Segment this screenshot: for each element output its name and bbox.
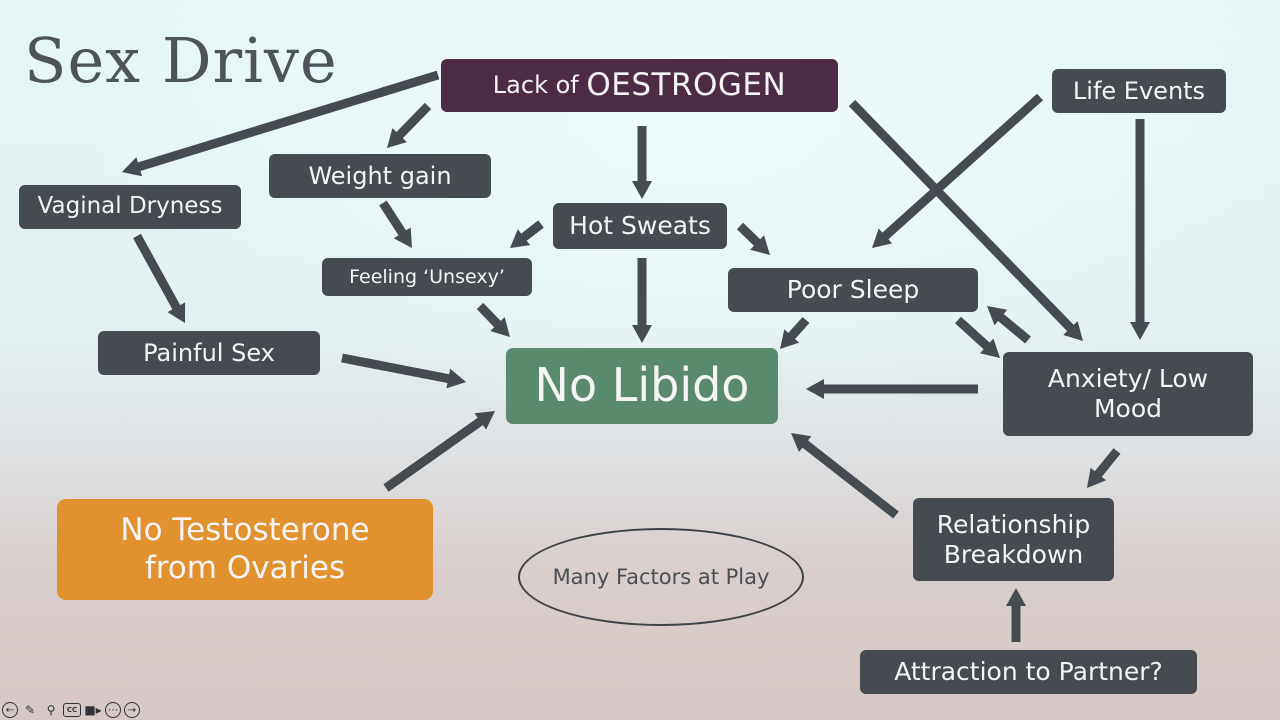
node-anxiety-line1: Anxiety/ Low (1047, 364, 1209, 393)
node-weight-gain: Weight gain (269, 154, 491, 198)
back-icon[interactable]: ← (2, 702, 18, 718)
pen-icon[interactable]: ✎ (24, 703, 36, 717)
node-relationship-line2: Breakdown (943, 539, 1084, 569)
arrow-anxiety-to-poor-sleep (987, 306, 1031, 344)
arrow-oestrogen-to-vaginal-dryness (122, 70, 440, 177)
arrow-oestrogen-to-hot-sweats (632, 126, 652, 199)
arrow-attraction-to-relationship (1006, 588, 1026, 642)
node-hot-sweats: Hot Sweats (553, 203, 727, 249)
arrow-hot-sweats-to-poor-sleep (736, 222, 770, 255)
node-no-libido: No Libido (506, 348, 778, 424)
node-painful-sex: Painful Sex (98, 331, 320, 375)
node-anxiety-low-mood: Anxiety/ Low Mood (1003, 352, 1253, 436)
node-no-testosterone: No Testosterone from Ovaries (57, 499, 433, 600)
presentation-toolbar: ← ✎ ⚲ CC ■▸ ⋯ → (2, 700, 140, 720)
arrow-unsexy-to-no-libido (476, 302, 510, 337)
more-icon[interactable]: ⋯ (105, 702, 121, 718)
arrow-oestrogen-to-weight-gain (387, 102, 432, 148)
arrow-relationship-to-no-libido (791, 433, 899, 519)
node-attraction-to-partner: Attraction to Partner? (860, 650, 1197, 694)
arrow-testosterone-to-no-libido (383, 411, 495, 492)
zoom-icon[interactable]: ⚲ (46, 703, 56, 717)
node-lack-of-oestrogen-emphasis: OESTROGEN (586, 66, 787, 103)
arrow-hot-sweats-to-unsexy (510, 220, 544, 248)
node-lack-of-oestrogen-prefix: Lack of (492, 71, 587, 100)
node-life-events: Life Events (1052, 69, 1226, 113)
arrow-vaginal-dryness-to-painful-sex (133, 233, 186, 323)
node-relationship-line1: Relationship (936, 509, 1091, 539)
node-lack-of-oestrogen: Lack of OESTROGEN (441, 59, 838, 112)
camera-icon[interactable]: ■▸ (84, 703, 102, 717)
arrow-poor-sleep-to-anxiety (955, 316, 1000, 358)
arrow-life-events-to-anxiety (1130, 119, 1150, 340)
arrow-oestrogen-to-anxiety (848, 99, 1083, 342)
arrow-poor-sleep-to-no-libido (780, 317, 810, 349)
node-poor-sleep: Poor Sleep (728, 268, 978, 312)
arrow-painful-sex-to-no-libido (341, 353, 466, 389)
arrow-life-events-to-poor-sleep (872, 93, 1043, 248)
node-anxiety-line2: Mood (1093, 394, 1163, 423)
node-no-testosterone-line2: from Ovaries (144, 549, 346, 586)
many-factors-ellipse: Many Factors at Play (518, 528, 804, 626)
slide-title: Sex Drive (24, 24, 338, 97)
arrow-weight-gain-to-unsexy (379, 200, 412, 248)
arrow-anxiety-to-relationship (1087, 448, 1121, 488)
arrow-anxiety-to-no-libido (806, 379, 978, 399)
forward-icon[interactable]: → (124, 702, 140, 718)
captions-icon[interactable]: CC (63, 703, 81, 717)
arrow-hot-sweats-to-no-libido (632, 258, 652, 343)
node-relationship-breakdown: Relationship Breakdown (913, 498, 1114, 581)
node-vaginal-dryness: Vaginal Dryness (19, 185, 241, 229)
node-no-testosterone-line1: No Testosterone (120, 512, 370, 549)
node-feeling-unsexy: Feeling ‘Unsexy’ (322, 258, 532, 296)
many-factors-label: Many Factors at Play (552, 565, 770, 589)
